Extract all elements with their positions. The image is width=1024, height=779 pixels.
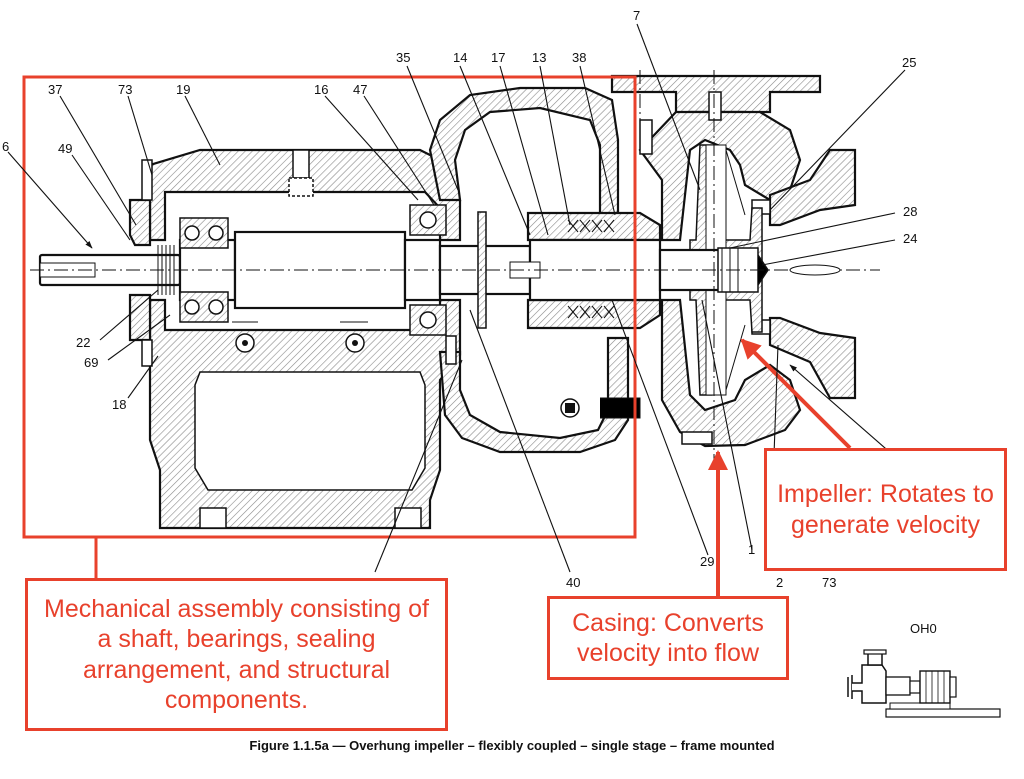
part-number-7: 7 xyxy=(633,8,640,23)
part-number-73-bottom: 73 xyxy=(822,575,836,590)
part-number-37: 37 xyxy=(48,82,62,97)
part-number-29: 29 xyxy=(700,554,714,569)
casing-callout-text: Casing: Converts velocity into flow xyxy=(572,608,764,668)
impeller-callout-text: Impeller: Rotates to generate velocity xyxy=(777,480,994,539)
part-number-19: 19 xyxy=(176,82,190,97)
mechanical-assembly-callout-text: Mechanical assembly consisting of a shaf… xyxy=(44,594,429,715)
part-number-13: 13 xyxy=(532,50,546,65)
bearing-frame xyxy=(148,148,462,530)
part-number-6: 6 xyxy=(2,139,9,154)
part-number-2: 2 xyxy=(776,575,783,590)
part-number-73-top: 73 xyxy=(118,82,132,97)
impeller-callout: Impeller: Rotates to generate velocity xyxy=(764,448,1007,571)
part-number-1: 1 xyxy=(748,542,755,557)
part-number-18: 18 xyxy=(112,397,126,412)
packing-rings xyxy=(567,219,615,319)
oh0-type-label: OH0 xyxy=(910,621,937,636)
part-number-38: 38 xyxy=(572,50,586,65)
part-number-17: 17 xyxy=(491,50,505,65)
part-number-22: 22 xyxy=(76,335,90,350)
part-number-35: 35 xyxy=(396,50,410,65)
figure-caption: Figure 1.1.5a — Overhung impeller – flex… xyxy=(249,738,775,753)
part-number-24: 24 xyxy=(903,231,917,246)
leader-lines xyxy=(7,23,906,573)
part-number-14: 14 xyxy=(453,50,467,65)
mechanical-assembly-highlight-box xyxy=(22,75,637,539)
part-number-47: 47 xyxy=(353,82,367,97)
part-number-labels: 7 25 35 14 17 13 38 37 73 19 16 47 6 49 … xyxy=(2,8,917,590)
oh0-pump-thumbnail-icon xyxy=(847,649,1001,718)
part-number-28: 28 xyxy=(903,204,917,219)
part-number-25: 25 xyxy=(902,55,916,70)
part-number-49: 49 xyxy=(58,141,72,156)
adapter-bracket xyxy=(428,86,641,454)
casing-callout: Casing: Converts velocity into flow xyxy=(547,596,789,680)
part-number-16: 16 xyxy=(314,82,328,97)
stuffing-box xyxy=(526,211,662,330)
pump-casing xyxy=(610,74,857,448)
part-number-69: 69 xyxy=(84,355,98,370)
impeller-arrow xyxy=(740,338,852,450)
part-number-40: 40 xyxy=(566,575,580,590)
mechanical-assembly-callout: Mechanical assembly consisting of a shaf… xyxy=(25,578,448,731)
